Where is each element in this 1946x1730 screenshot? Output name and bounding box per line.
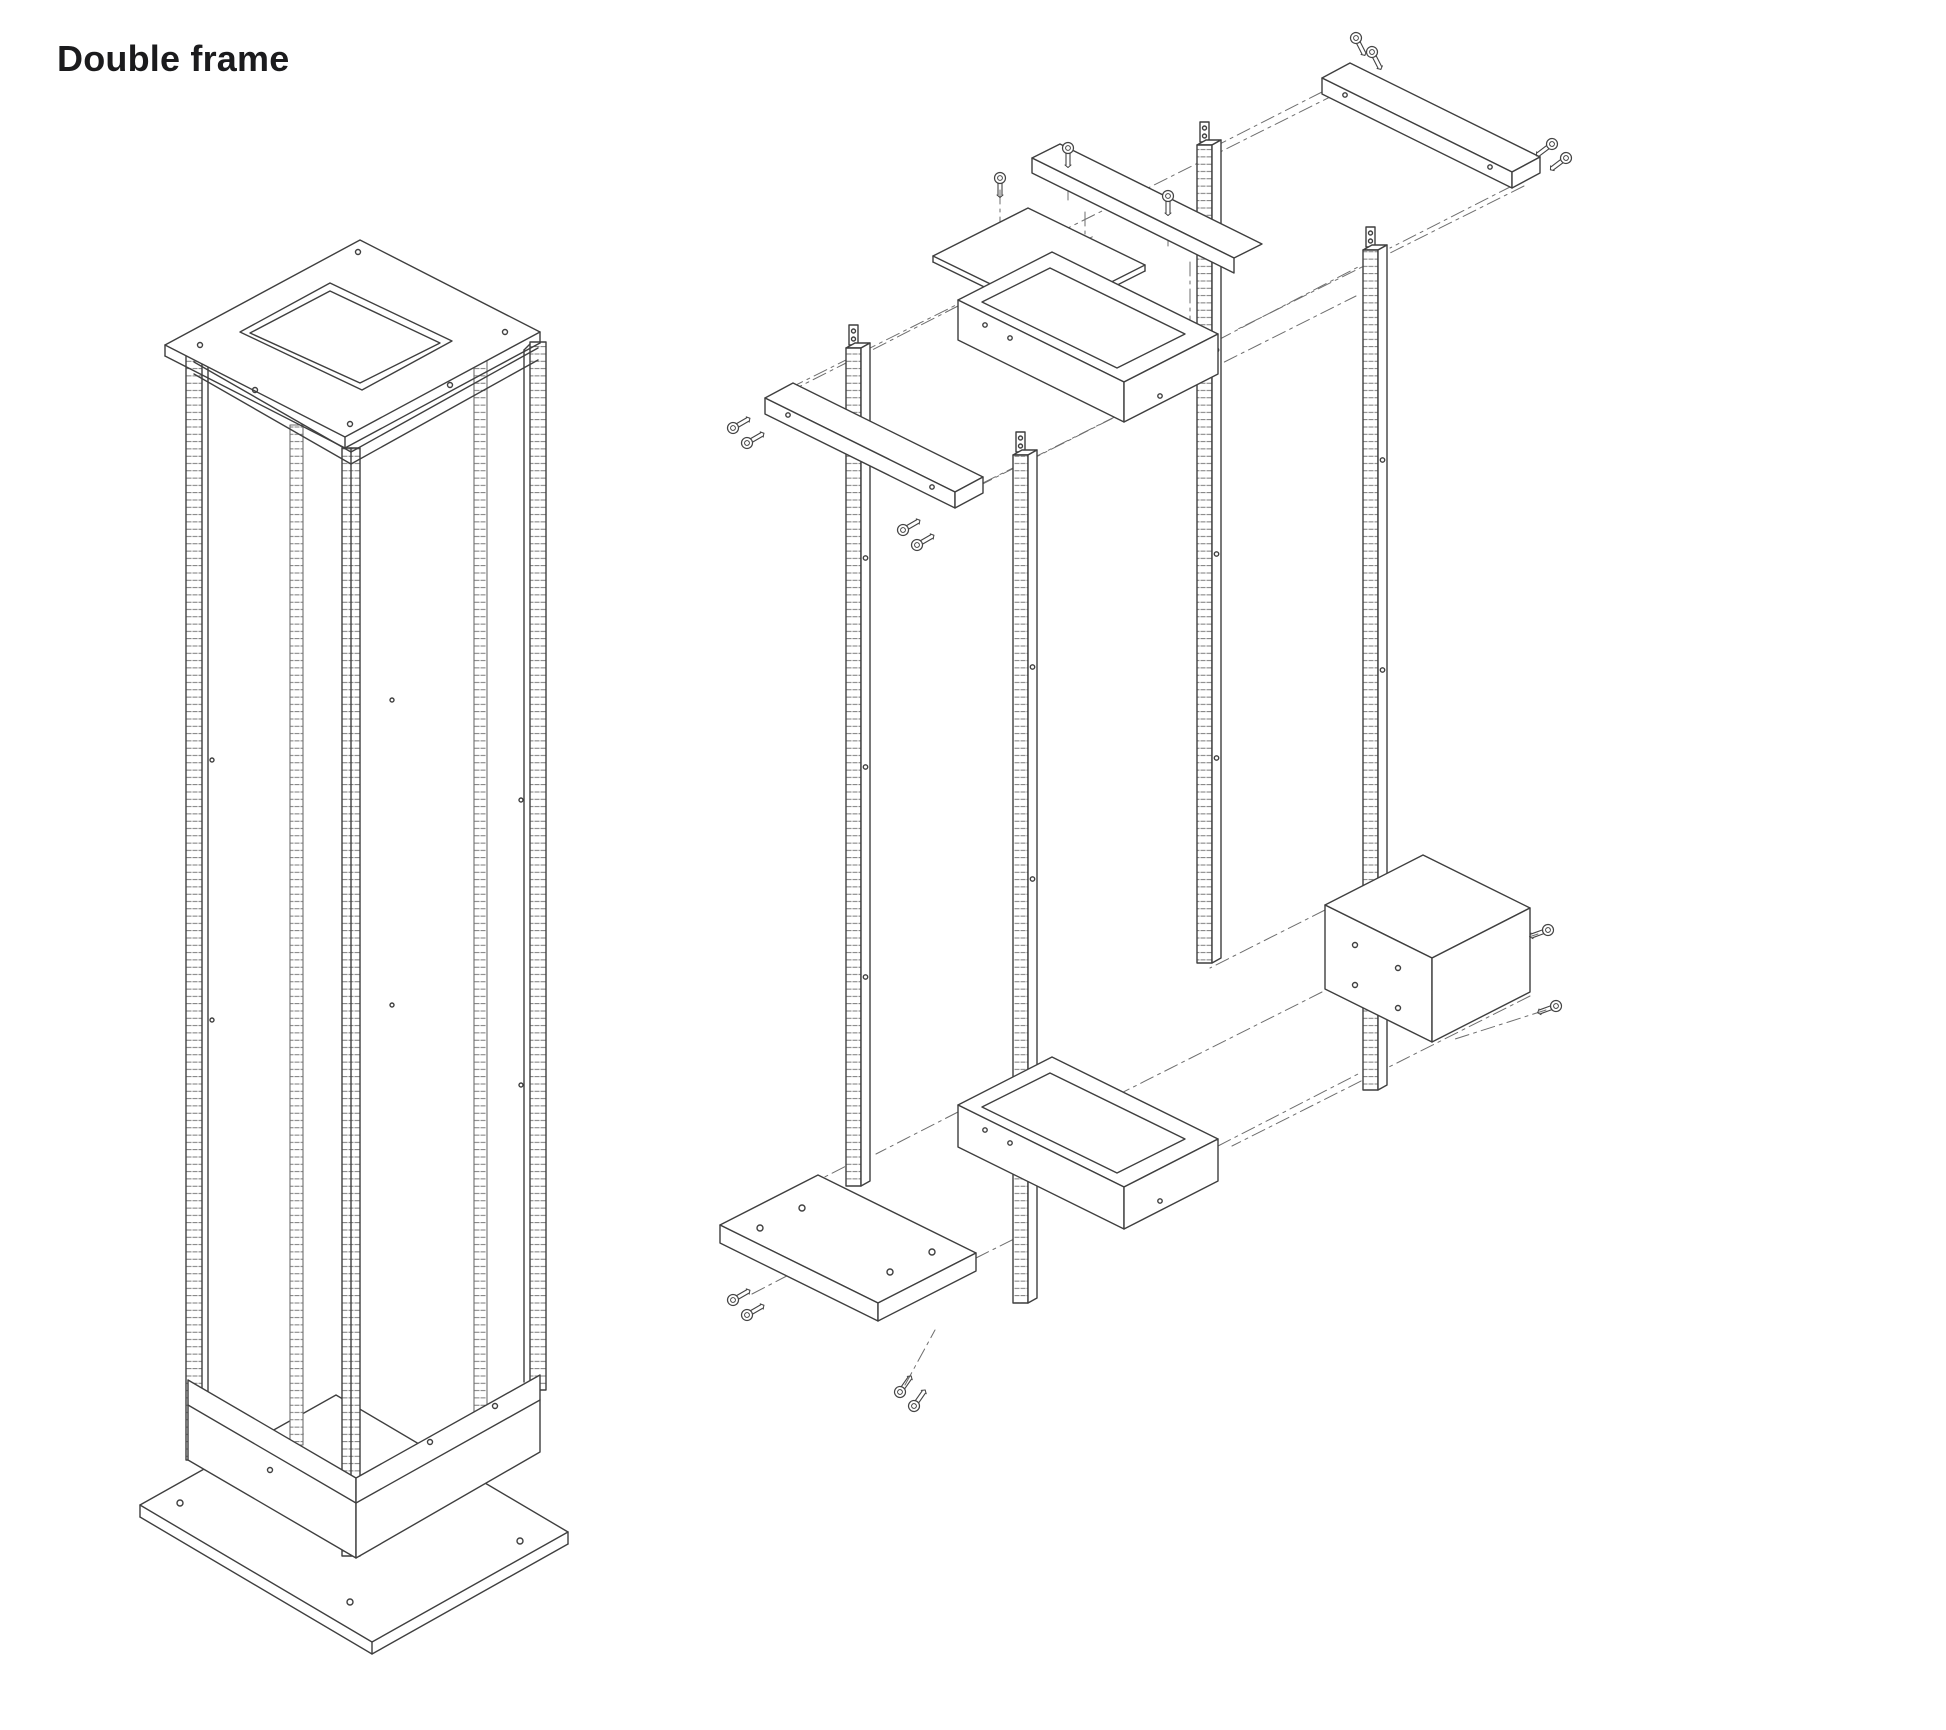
- exploded-view-illustration: [719, 29, 1575, 1415]
- top-cross-rail: [1321, 62, 1541, 189]
- side-cross-rail: [764, 382, 984, 509]
- assembled-rear-rails: [289, 337, 488, 1446]
- assembled-base-box: [187, 1374, 541, 1559]
- top-coupling-channel: [957, 251, 1219, 423]
- assembled-top-plate: [164, 239, 541, 449]
- bottom-coupling-channel: [957, 1056, 1219, 1230]
- right-base-plate: [1324, 854, 1531, 1043]
- exploded-rail-1: [845, 324, 871, 1187]
- page-title: Double frame: [57, 38, 290, 79]
- assembled-frame-illustration: [139, 239, 569, 1655]
- assembled-corner-posts: [185, 341, 547, 1557]
- left-base-plate: [719, 1174, 977, 1322]
- top-cover-rail: [1031, 143, 1263, 274]
